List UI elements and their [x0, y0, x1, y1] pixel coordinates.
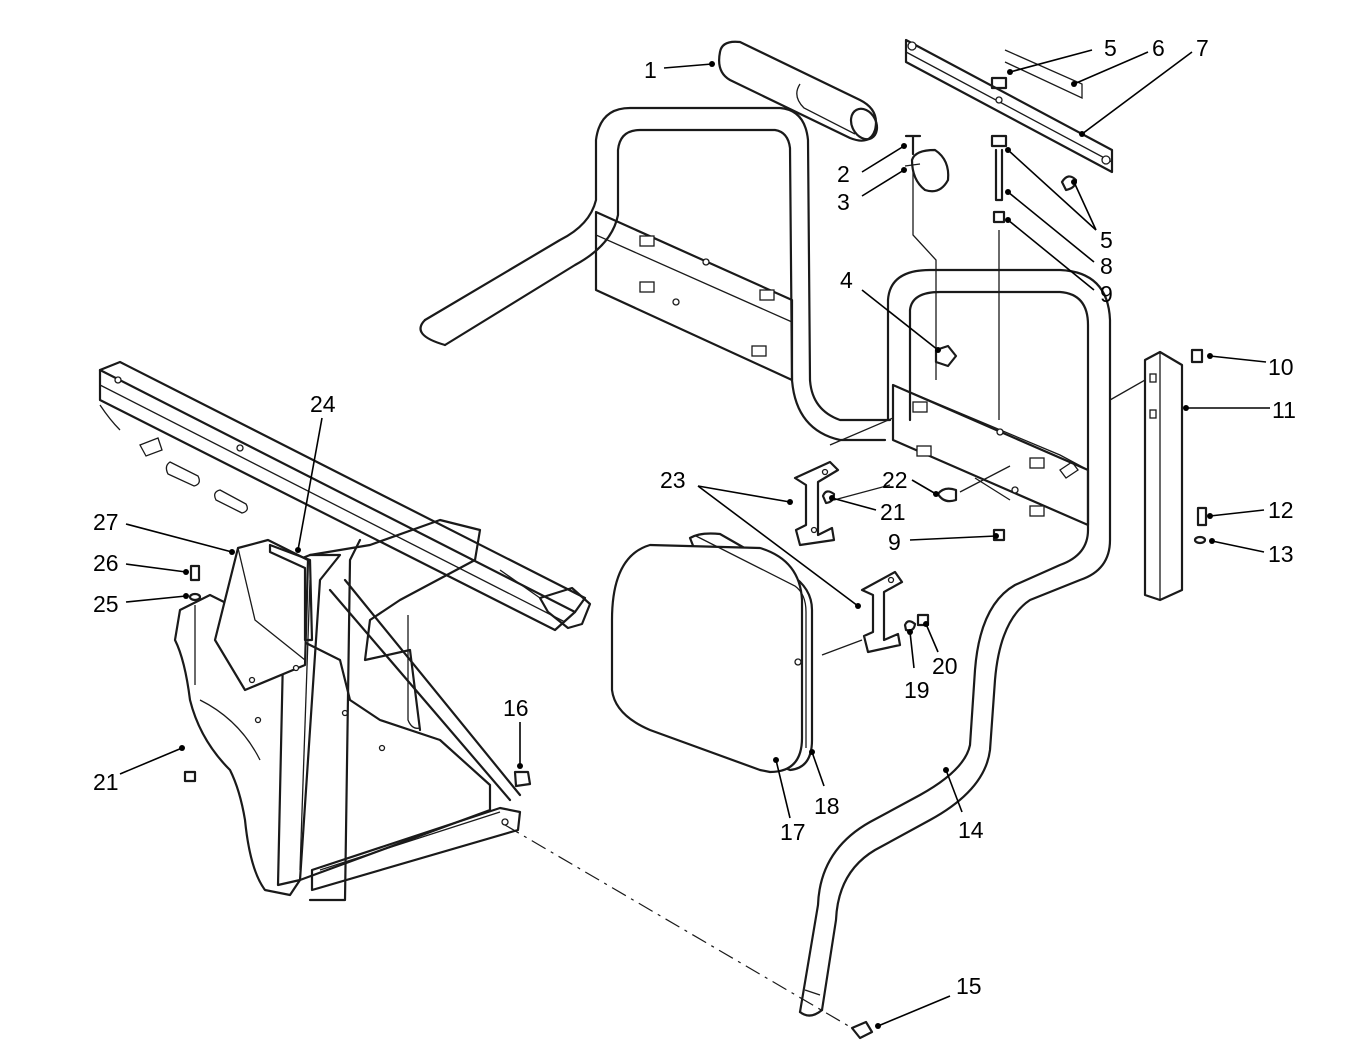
callout-13: 13 [1268, 541, 1294, 567]
knob [934, 344, 958, 368]
headrest-tube [718, 40, 879, 142]
side-bracket-and-liner [213, 538, 314, 692]
callout-11: 11 [1272, 397, 1296, 423]
callout-5b: 5 [1100, 227, 1113, 253]
callout-19: 19 [904, 677, 930, 703]
callout-1: 1 [644, 57, 657, 83]
callout-labels: 1 2 3 4 5 6 7 5 8 9 10 11 12 13 22 21 9 … [93, 35, 1296, 999]
loose-fasteners [183, 564, 874, 1040]
side-support-frame [276, 518, 522, 902]
callout-2: 2 [837, 161, 850, 187]
callout-3: 3 [837, 189, 850, 215]
seat-back-cushion [610, 532, 814, 774]
callout-25: 25 [93, 591, 119, 617]
alignment-line [504, 824, 853, 1029]
callout-17: 17 [780, 819, 806, 845]
callout-14: 14 [958, 817, 984, 843]
front-mounting-panel [891, 383, 1090, 527]
callout-9a: 9 [1100, 281, 1113, 307]
callout-8: 8 [1100, 253, 1113, 279]
callout-21a: 21 [880, 499, 906, 525]
callout-16: 16 [503, 695, 529, 721]
callout-21b: 21 [93, 769, 119, 795]
callout-10: 10 [1268, 354, 1294, 380]
callout-22: 22 [882, 467, 908, 493]
callout-18: 18 [814, 793, 840, 819]
callout-23: 23 [660, 467, 686, 493]
rear-mounting-panel [594, 210, 794, 382]
callout-7: 7 [1196, 35, 1209, 61]
callout-15: 15 [956, 973, 982, 999]
callout-4: 4 [840, 267, 853, 293]
callout-5a: 5 [1104, 35, 1117, 61]
callout-27: 27 [93, 509, 119, 535]
top-mounting-plate [904, 38, 1114, 192]
callout-12: 12 [1268, 497, 1294, 523]
frame-rail [98, 360, 592, 632]
callout-6: 6 [1152, 35, 1165, 61]
callout-20: 20 [932, 653, 958, 679]
callout-26: 26 [93, 550, 119, 576]
bolt-stack [992, 148, 1006, 542]
rear-roll-bar [419, 106, 892, 442]
clamp-and-screw [904, 134, 950, 380]
seat-brackets [793, 417, 1011, 656]
callout-leaders [119, 49, 1270, 1029]
callout-9b: 9 [888, 529, 901, 555]
roll-bar-frame [798, 268, 1112, 1017]
callout-24: 24 [310, 391, 336, 417]
side-channel [1109, 348, 1208, 602]
